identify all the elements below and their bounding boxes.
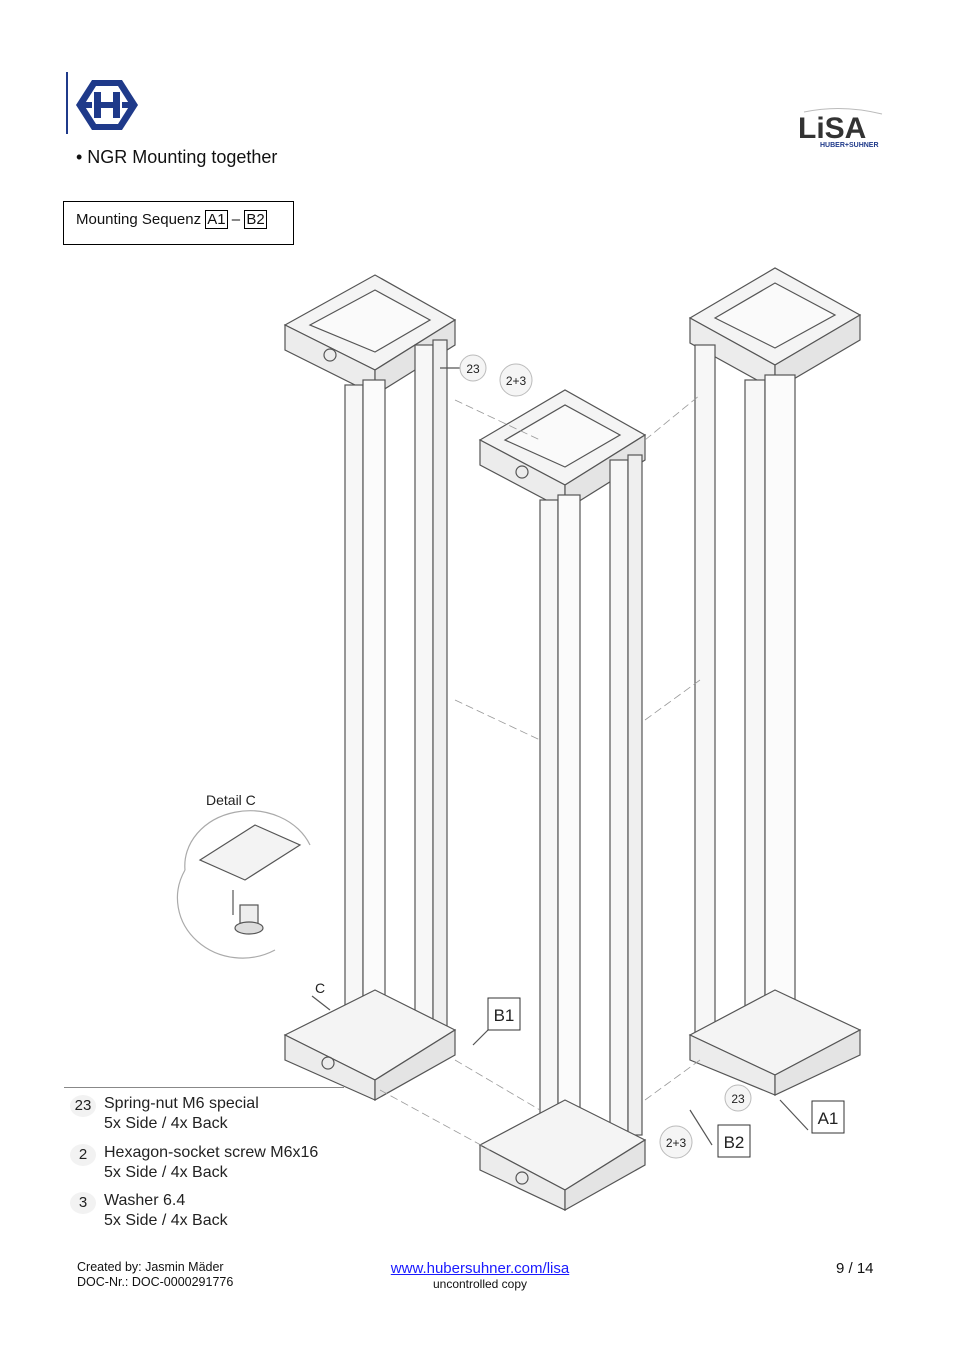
lisa-logo-text: LiSA [798, 112, 866, 145]
legend-part-qty: 5x Side / 4x Back [104, 1115, 228, 1132]
sequence-label: Mounting Sequenz [76, 211, 202, 228]
legend-number: 2 [70, 1144, 96, 1166]
legend-part-qty: 5x Side / 4x Back [104, 1212, 228, 1229]
legend-part-name: Washer 6.4 [104, 1192, 186, 1209]
rack-column-b2 [478, 389, 647, 1212]
legend-part-name: Spring-nut M6 special [104, 1095, 259, 1112]
legend-divider [64, 1087, 344, 1088]
callout-b2: B2 [724, 1133, 745, 1152]
lisa-logo: LiSA HUBER+SUHNER [798, 107, 883, 149]
lisa-logo-sub: HUBER+SUHNER [820, 142, 879, 149]
rack-column-b1 [283, 274, 457, 1102]
mounting-sequence-box: Mounting Sequenz A1 – B2 [63, 201, 294, 245]
detail-c-view [176, 810, 311, 959]
callout-a1: A1 [818, 1109, 839, 1128]
footer-created-by: Created by: Jasmin Mäder [77, 1260, 224, 1274]
legend-part-qty: 5x Side / 4x Back [104, 1164, 228, 1181]
footer-website-link[interactable]: www.hubersuhner.com/lisa [390, 1260, 570, 1277]
footer-meta: Created by: Jasmin Mäder DOC-Nr.: DOC-00… [77, 1260, 233, 1290]
legend-number: 3 [70, 1192, 96, 1214]
page-title: • NGR Mounting together [76, 147, 278, 167]
assembly-drawing: Detail C C 23 2+3 23 2+3 B1 B2 A1 [176, 267, 862, 1212]
hubersuhner-logo [66, 72, 138, 134]
footer-doc-nr: DOC-Nr.: DOC-0000291776 [77, 1275, 234, 1289]
footer-copy-note: uncontrolled copy [432, 1277, 528, 1291]
callout-2plus3-top: 2+3 [506, 374, 527, 388]
callout-c: C [315, 980, 325, 996]
callout-b1: B1 [494, 1006, 515, 1025]
sequence-to-tag: B2 [244, 210, 267, 229]
callout-23-top: 23 [466, 362, 480, 376]
sequence-from-tag: A1 [205, 210, 228, 229]
detail-c-label: Detail C [206, 792, 256, 808]
sequence-dash: – [231, 211, 241, 228]
callout-23-bottom: 23 [731, 1092, 745, 1106]
footer-center: www.hubersuhner.com/lisa uncontrolled co… [380, 1260, 580, 1291]
legend-part-name: Hexagon-socket screw M6x16 [104, 1144, 319, 1161]
callout-2plus3-bottom: 2+3 [666, 1136, 687, 1150]
page-number: 9 / 14 [836, 1260, 874, 1277]
rack-column-a1 [688, 267, 862, 1096]
mounting-sequence-text: Mounting Sequenz A1 – B2 [76, 210, 267, 229]
legend-number: 23 [70, 1095, 96, 1117]
